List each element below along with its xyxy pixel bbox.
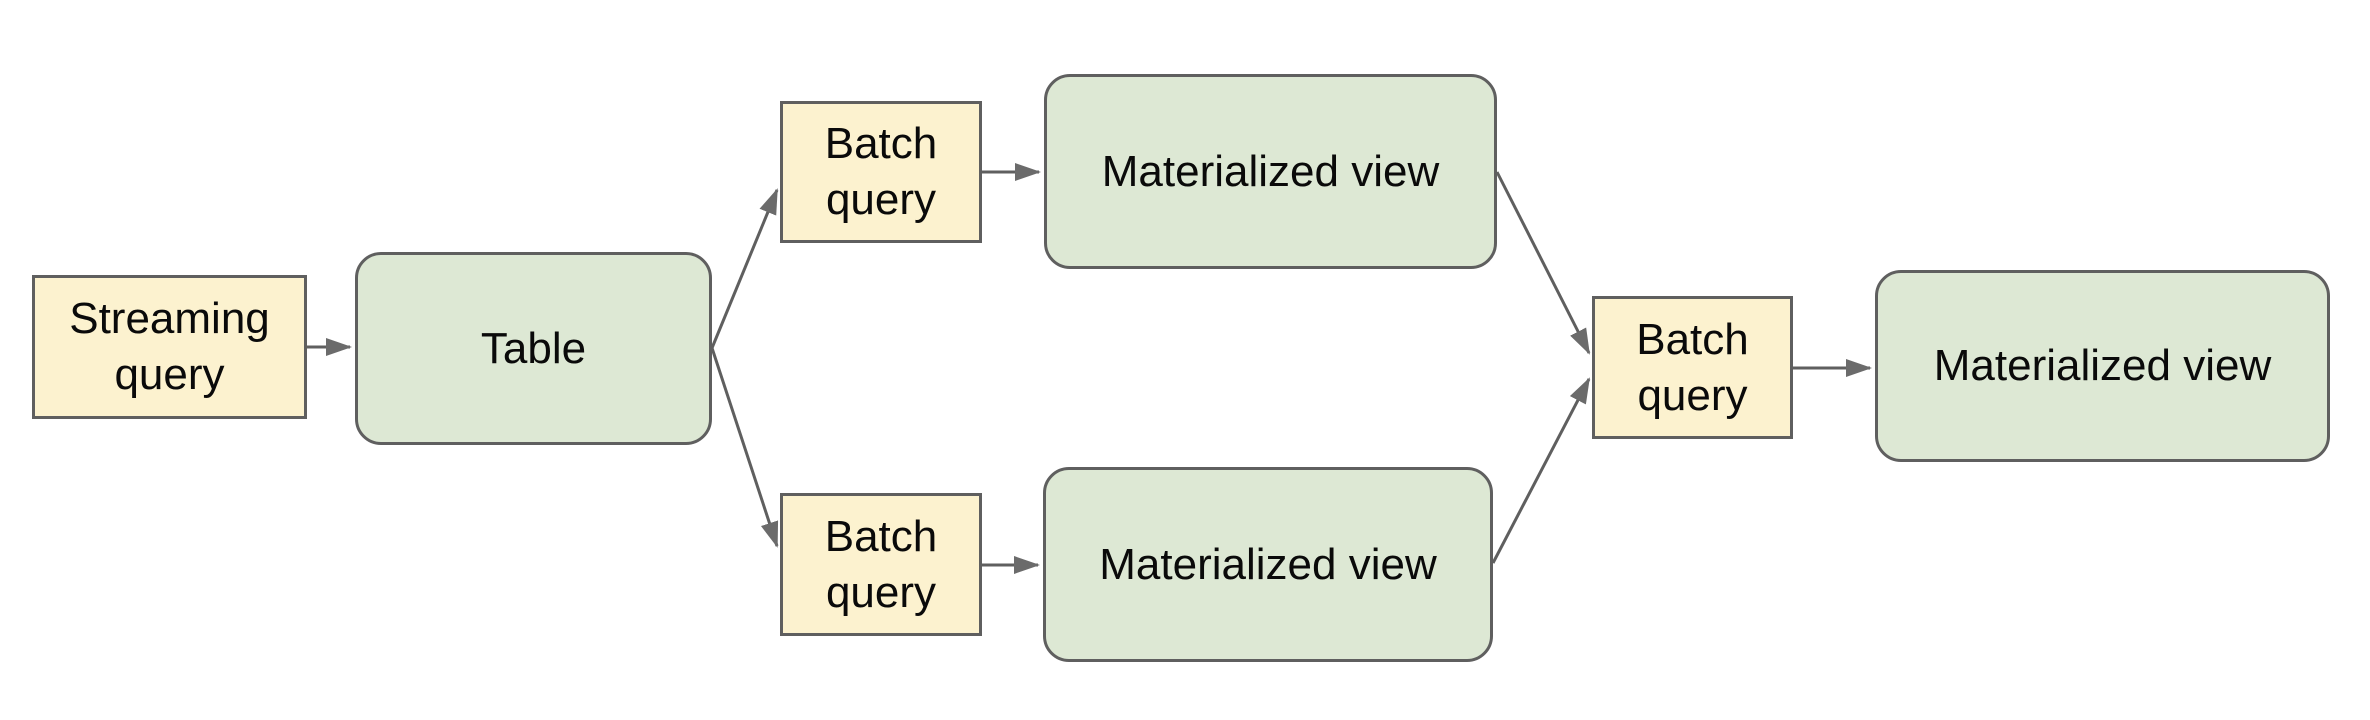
node-materialized-view-bottom: Materialized view xyxy=(1043,467,1493,662)
node-batch-query-bottom: Batch query xyxy=(780,493,982,636)
node-materialized-view-top: Materialized view xyxy=(1044,74,1497,269)
node-table: Table xyxy=(355,252,712,445)
edge-materialized-view-bottom-to-batch-query-merge xyxy=(1491,377,1591,564)
edge-table-to-batch-query-top xyxy=(710,188,779,349)
node-streaming-query: Streaming query xyxy=(32,275,307,419)
node-materialized-view-final: Materialized view xyxy=(1875,270,2330,462)
edge-materialized-view-top-to-batch-query-merge xyxy=(1495,171,1591,355)
node-batch-query-merge: Batch query xyxy=(1592,296,1793,439)
node-batch-query-top: Batch query xyxy=(780,101,982,243)
edge-table-to-batch-query-bottom xyxy=(710,347,779,548)
